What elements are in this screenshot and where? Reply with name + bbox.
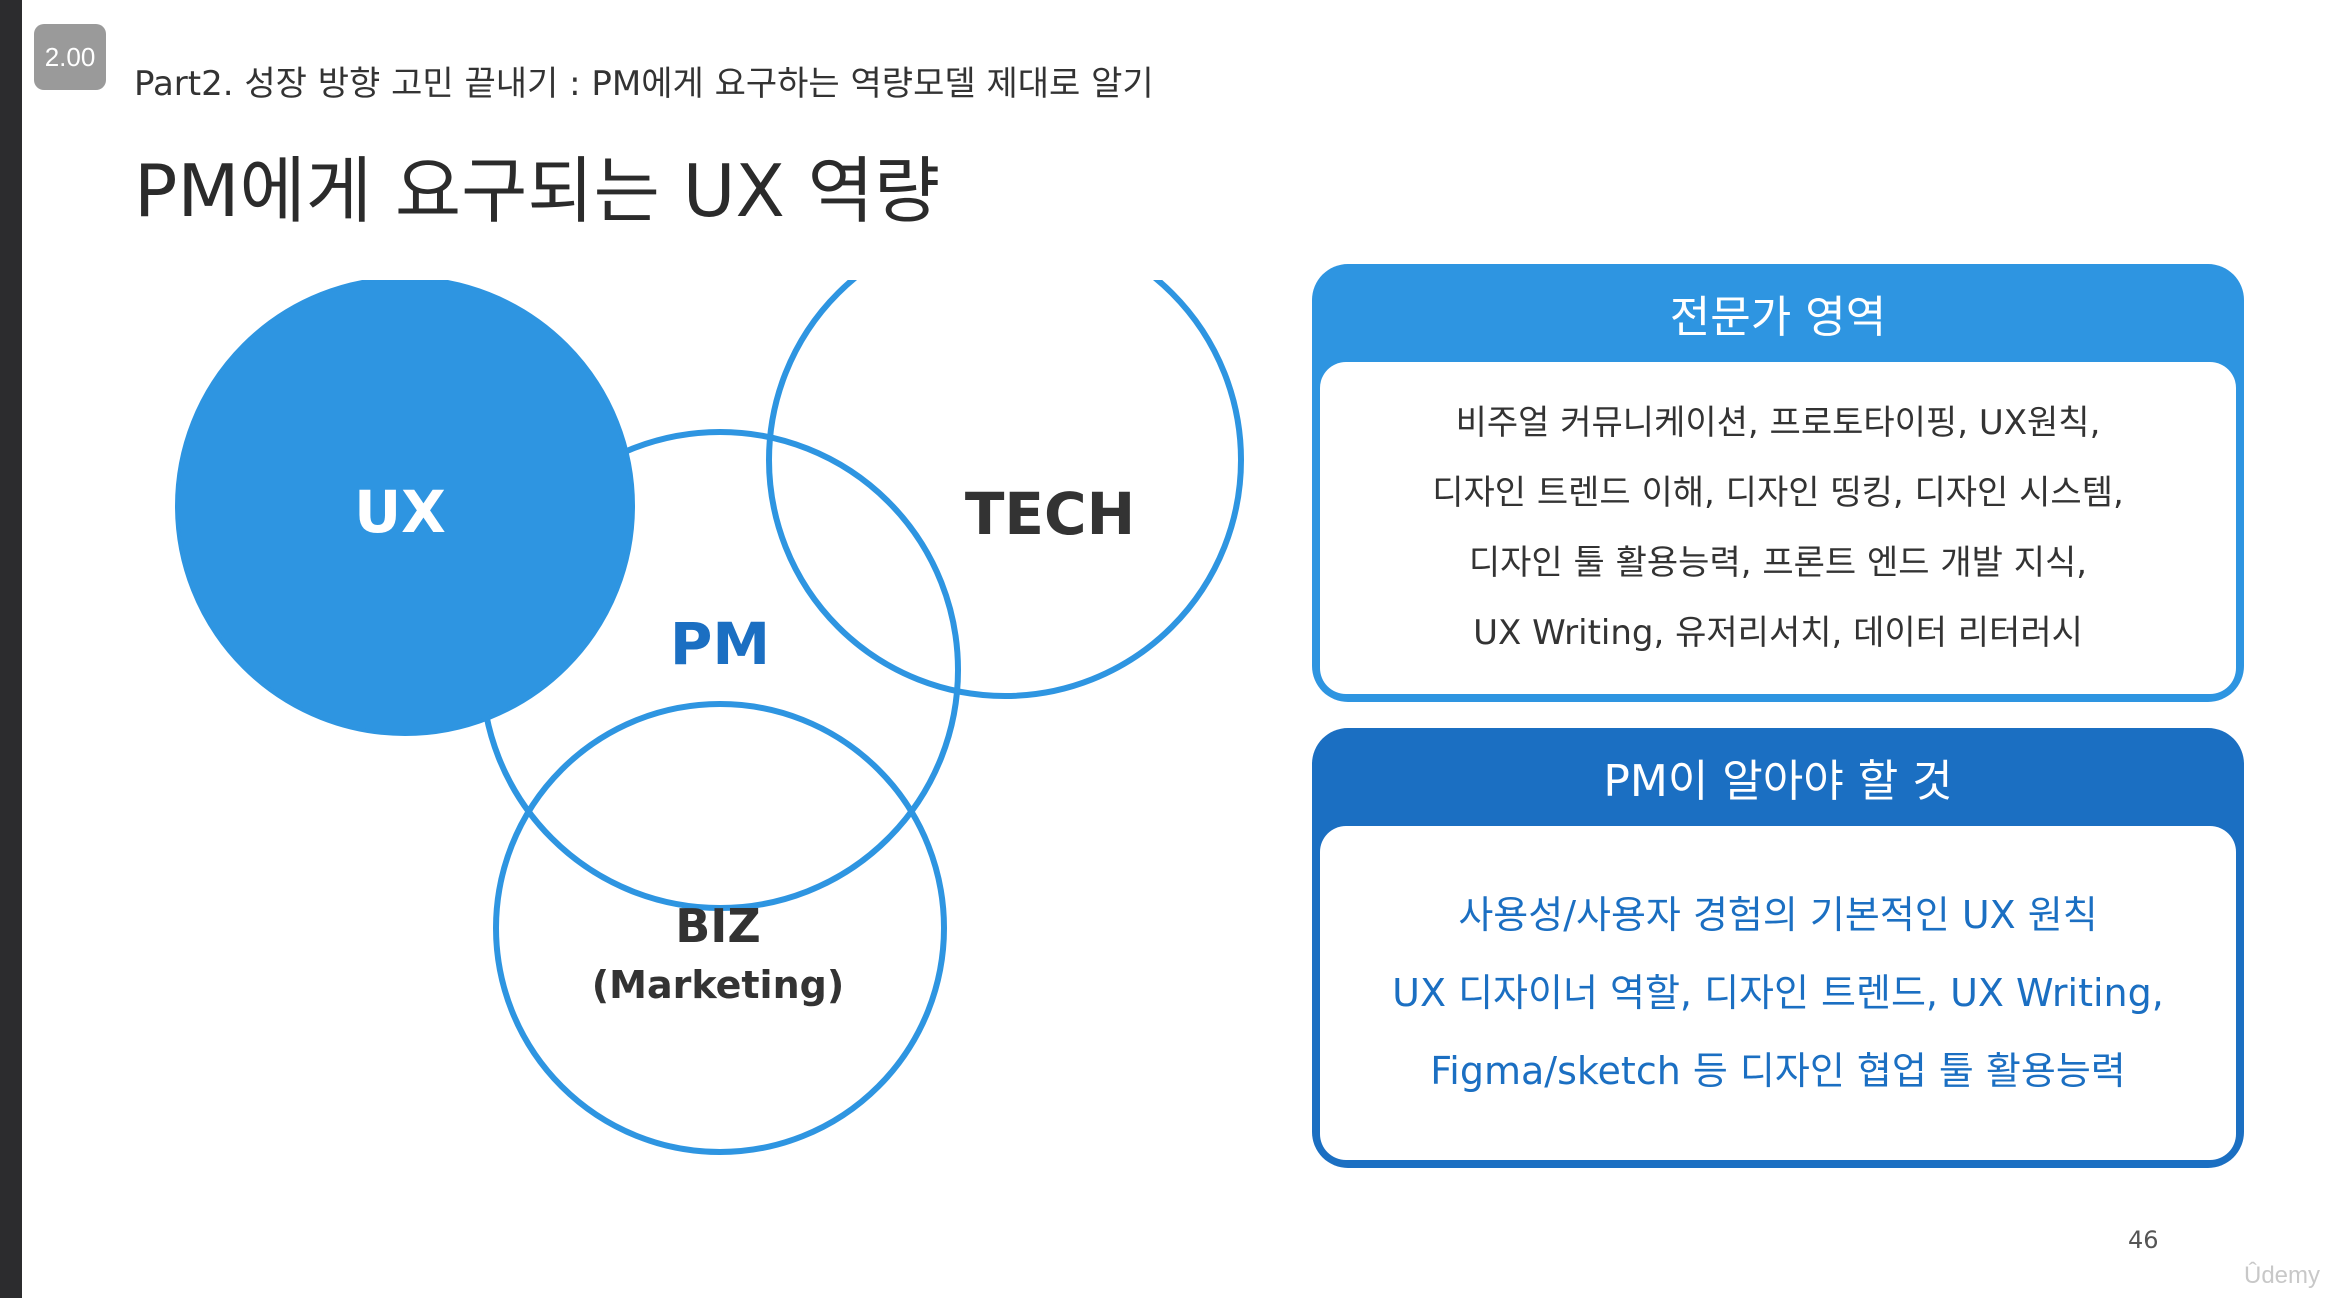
ux-label: UX (354, 478, 446, 546)
expert-line: UX Writing, 유저리서치, 데이터 리터러시 (1473, 613, 2083, 653)
page-title: PM에게 요구되는 UX 역량 (134, 149, 941, 233)
left-edge-bar (0, 0, 22, 1298)
expert-line: 디자인 트렌드 이해, 디자인 띵킹, 디자인 시스템, (1432, 473, 2124, 513)
pm-must-know-title: PM이 알아야 할 것 (1603, 756, 1953, 807)
expert-line: 디자인 툴 활용능력, 프론트 엔드 개발 지식, (1468, 543, 2088, 583)
venn-diagram: UX TECH PM BIZ (Marketing) (175, 280, 1244, 1155)
pm-line: 사용성/사용자 경험의 기본적인 UX 원칙 (1458, 893, 2098, 937)
biz-label: BIZ (675, 899, 761, 953)
expert-line: 비주얼 커뮤니케이션, 프로토타이핑, UX원칙, (1455, 403, 2101, 443)
ux-circle (175, 280, 635, 736)
page-number: 46 (2128, 1226, 2159, 1254)
tech-label: TECH (965, 480, 1135, 548)
pm-must-know-panel: PM이 알아야 할 것 사용성/사용자 경험의 기본적인 UX 원칙 UX 디자… (1312, 728, 2244, 1168)
expert-area-panel: 전문가 영역 비주얼 커뮤니케이션, 프로토타이핑, UX원칙, 디자인 트렌드… (1312, 264, 2244, 702)
pm-must-know-body: 사용성/사용자 경험의 기본적인 UX 원칙 UX 디자이너 역할, 디자인 트… (1320, 826, 2236, 1160)
biz-circle (493, 701, 947, 1155)
pm-line: UX 디자이너 역할, 디자인 트렌드, UX Writing, (1392, 971, 2164, 1015)
pm-line: Figma/sketch 등 디자인 협업 툴 활용능력 (1430, 1049, 2126, 1093)
playback-speed-badge[interactable]: 2.00 (34, 24, 106, 90)
biz-sub-label: (Marketing) (592, 963, 844, 1007)
breadcrumb: Part2. 성장 방향 고민 끝내기 : PM에게 요구하는 역량모델 제대로… (134, 64, 1154, 104)
pm-label: PM (670, 610, 770, 678)
expert-area-title: 전문가 영역 (1669, 292, 1887, 343)
expert-area-body: 비주얼 커뮤니케이션, 프로토타이핑, UX원칙, 디자인 트렌드 이해, 디자… (1320, 362, 2236, 694)
tech-circle (766, 280, 1244, 699)
udemy-watermark: Ûdemy (2244, 1262, 2321, 1289)
